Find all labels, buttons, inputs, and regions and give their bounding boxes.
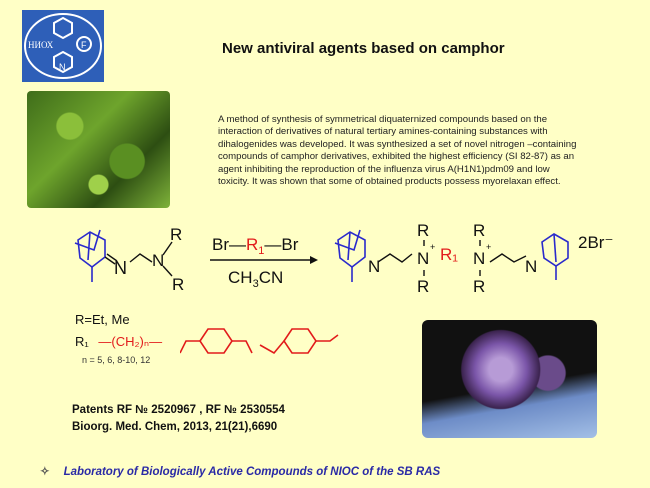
camphor-product-right-icon <box>541 233 569 280</box>
aryl-linkers-icon <box>180 328 339 355</box>
svg-text:N: N <box>59 62 66 72</box>
references: Patents RF № 2520967 , RF № 2530554 Bioo… <box>72 402 285 436</box>
reaction-scheme: N N R R Br—R1—Br CH3CN N N + R R R₁ N + … <box>74 221 613 296</box>
svg-text:R: R <box>417 221 429 240</box>
abstract-line: toxicity. It was shown that some of obta… <box>218 176 561 188</box>
camphor-plant-photo <box>27 91 170 208</box>
abstract-line: agent inhibiting the reproduction of the… <box>218 163 550 175</box>
r1-definition: R₁ —(CH₂)ₙ— <box>75 334 162 350</box>
arrow-icon <box>310 256 318 264</box>
abstract-text: A method of synthesis of symmetrical diq… <box>218 114 634 188</box>
virus-illustration <box>422 320 597 438</box>
svg-text:Br—R1—Br: Br—R1—Br <box>212 235 299 257</box>
page-title: New antiviral agents based on camphor <box>222 40 505 57</box>
camphor-product-left-icon <box>334 229 366 282</box>
camphor-reactant-icon <box>74 229 106 282</box>
journal-reference: Bioorg. Med. Chem, 2013, 21(21),6690 <box>72 421 278 433</box>
svg-text:R: R <box>473 277 485 296</box>
svg-text:R: R <box>170 225 182 244</box>
footer-lab-name: ✧ Laboratory of Biologically Active Compo… <box>40 464 440 478</box>
svg-text:F: F <box>81 40 87 50</box>
svg-text:N: N <box>473 249 485 268</box>
svg-text:+: + <box>486 242 491 252</box>
svg-text:N: N <box>368 257 380 276</box>
svg-text:N: N <box>152 251 164 270</box>
svg-text:+: + <box>430 242 435 252</box>
svg-text:N: N <box>525 257 537 276</box>
svg-text:CH3CN: CH3CN <box>228 268 283 290</box>
patent-reference: Patents RF № 2520967 , RF № 2530554 <box>72 404 285 416</box>
svg-text:R₁: R₁ <box>440 245 458 264</box>
n-values: n = 5, 6, 8-10, 12 <box>82 355 151 365</box>
footer-text: Laboratory of Biologically Active Compou… <box>63 466 441 478</box>
institute-logo: НИОХ F N <box>22 10 104 82</box>
r-definition: R=Et, Me <box>75 312 130 327</box>
abstract-line: interaction of derivatives of natural te… <box>218 126 548 138</box>
abstract-line: dihalogenides was developed. It was synt… <box>218 138 577 150</box>
svg-text:N: N <box>417 249 429 268</box>
r1-chain: —(CH₂)ₙ— <box>98 334 163 349</box>
svg-text:N: N <box>114 258 127 278</box>
svg-text:R: R <box>172 275 184 294</box>
svg-text:R: R <box>473 221 485 240</box>
svg-text:2Br⁻: 2Br⁻ <box>578 233 613 252</box>
abstract-line: compounds of camphor derivatives, exhibi… <box>218 151 575 163</box>
four-point-star-icon: ✧ <box>40 466 50 478</box>
svg-text:R: R <box>417 277 429 296</box>
logo-emblem-icon: НИОХ F N <box>24 13 102 79</box>
r1-label: R₁ <box>75 334 89 349</box>
abstract-line: A method of synthesis of symmetrical diq… <box>218 114 548 125</box>
svg-text:НИОХ: НИОХ <box>28 40 54 50</box>
